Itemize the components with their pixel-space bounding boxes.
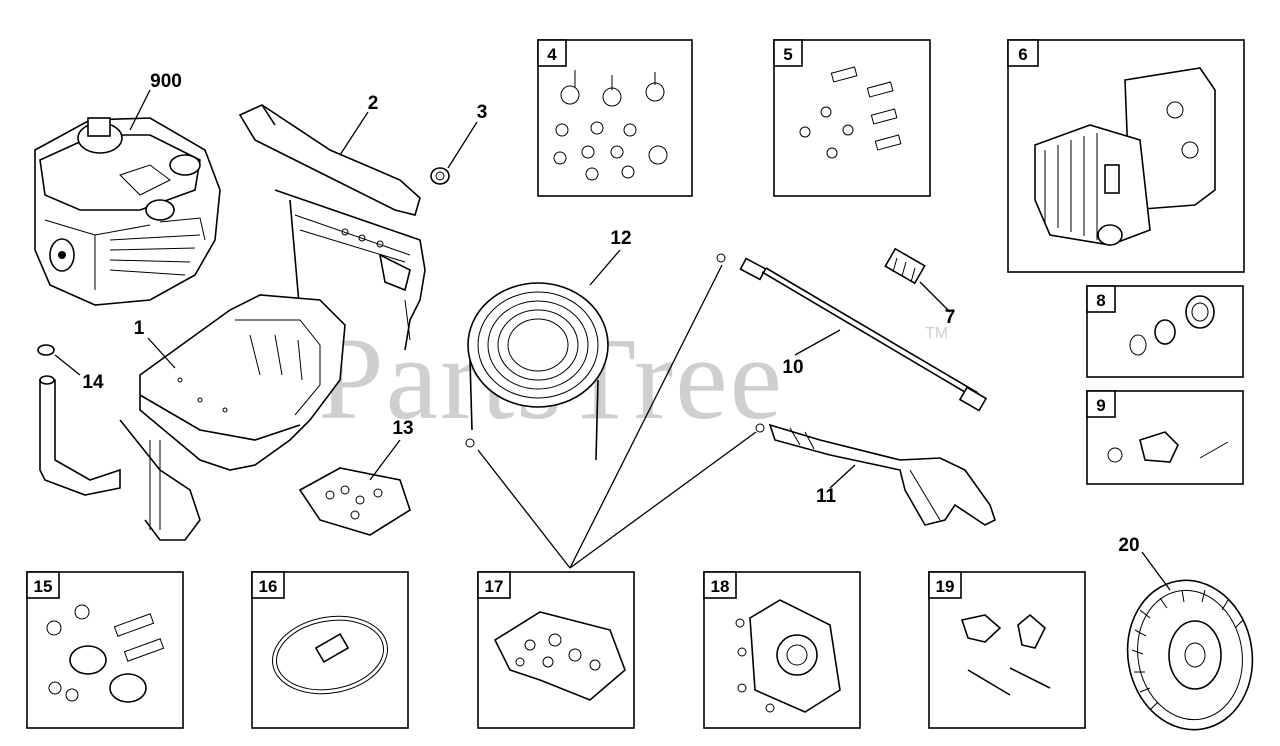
box-17[interactable]: 17 bbox=[477, 571, 635, 729]
part-13-hardware-bag[interactable] bbox=[298, 467, 411, 536]
box-16-label: 16 bbox=[259, 577, 278, 596]
callout-1: 1 bbox=[134, 318, 145, 339]
box-19[interactable]: 19 bbox=[928, 571, 1086, 729]
part-7-coupler[interactable] bbox=[884, 247, 926, 285]
part-20-wheel[interactable] bbox=[1116, 570, 1264, 739]
box-18[interactable]: 18 bbox=[703, 571, 861, 729]
box-15[interactable]: 15 bbox=[26, 571, 184, 729]
box-18-label: 18 bbox=[711, 577, 730, 596]
part-11-gun[interactable] bbox=[755, 423, 996, 526]
box-19-label: 19 bbox=[936, 577, 955, 596]
box-4-label: 4 bbox=[547, 45, 557, 64]
part-14-foot[interactable] bbox=[37, 344, 121, 496]
box-9-label: 9 bbox=[1096, 396, 1105, 415]
callout-7: 7 bbox=[945, 307, 956, 328]
box-6[interactable]: 6 bbox=[1007, 39, 1245, 273]
box-5-label: 5 bbox=[783, 45, 792, 64]
part-10-wand[interactable] bbox=[716, 253, 988, 412]
box-15-label: 15 bbox=[34, 577, 53, 596]
callout-13: 13 bbox=[392, 418, 413, 439]
part-3-nut[interactable] bbox=[430, 167, 450, 185]
box-9[interactable]: 9 bbox=[1086, 390, 1244, 485]
callout-20: 20 bbox=[1118, 535, 1139, 556]
part-900-engine[interactable] bbox=[34, 117, 221, 306]
callout-14: 14 bbox=[82, 372, 104, 393]
box-5[interactable]: 5 bbox=[773, 39, 931, 197]
part-1-frame[interactable] bbox=[119, 294, 346, 541]
callout-2: 2 bbox=[368, 93, 379, 114]
box-16[interactable]: 16 bbox=[251, 571, 409, 729]
callout-10: 10 bbox=[782, 357, 803, 378]
callout-12: 12 bbox=[610, 228, 631, 249]
callout-3: 3 bbox=[477, 102, 488, 123]
box-6-label: 6 bbox=[1018, 45, 1027, 64]
part-12-hose[interactable] bbox=[465, 282, 609, 461]
box-4[interactable]: 4 bbox=[537, 39, 693, 197]
box-17-label: 17 bbox=[485, 577, 504, 596]
callout-900: 900 bbox=[150, 71, 182, 92]
box-8[interactable]: 8 bbox=[1086, 285, 1244, 378]
part-2-handle[interactable] bbox=[238, 104, 426, 351]
callout-11: 11 bbox=[816, 486, 837, 507]
watermark-trademark: TM bbox=[925, 325, 948, 342]
box-8-label: 8 bbox=[1096, 291, 1105, 310]
